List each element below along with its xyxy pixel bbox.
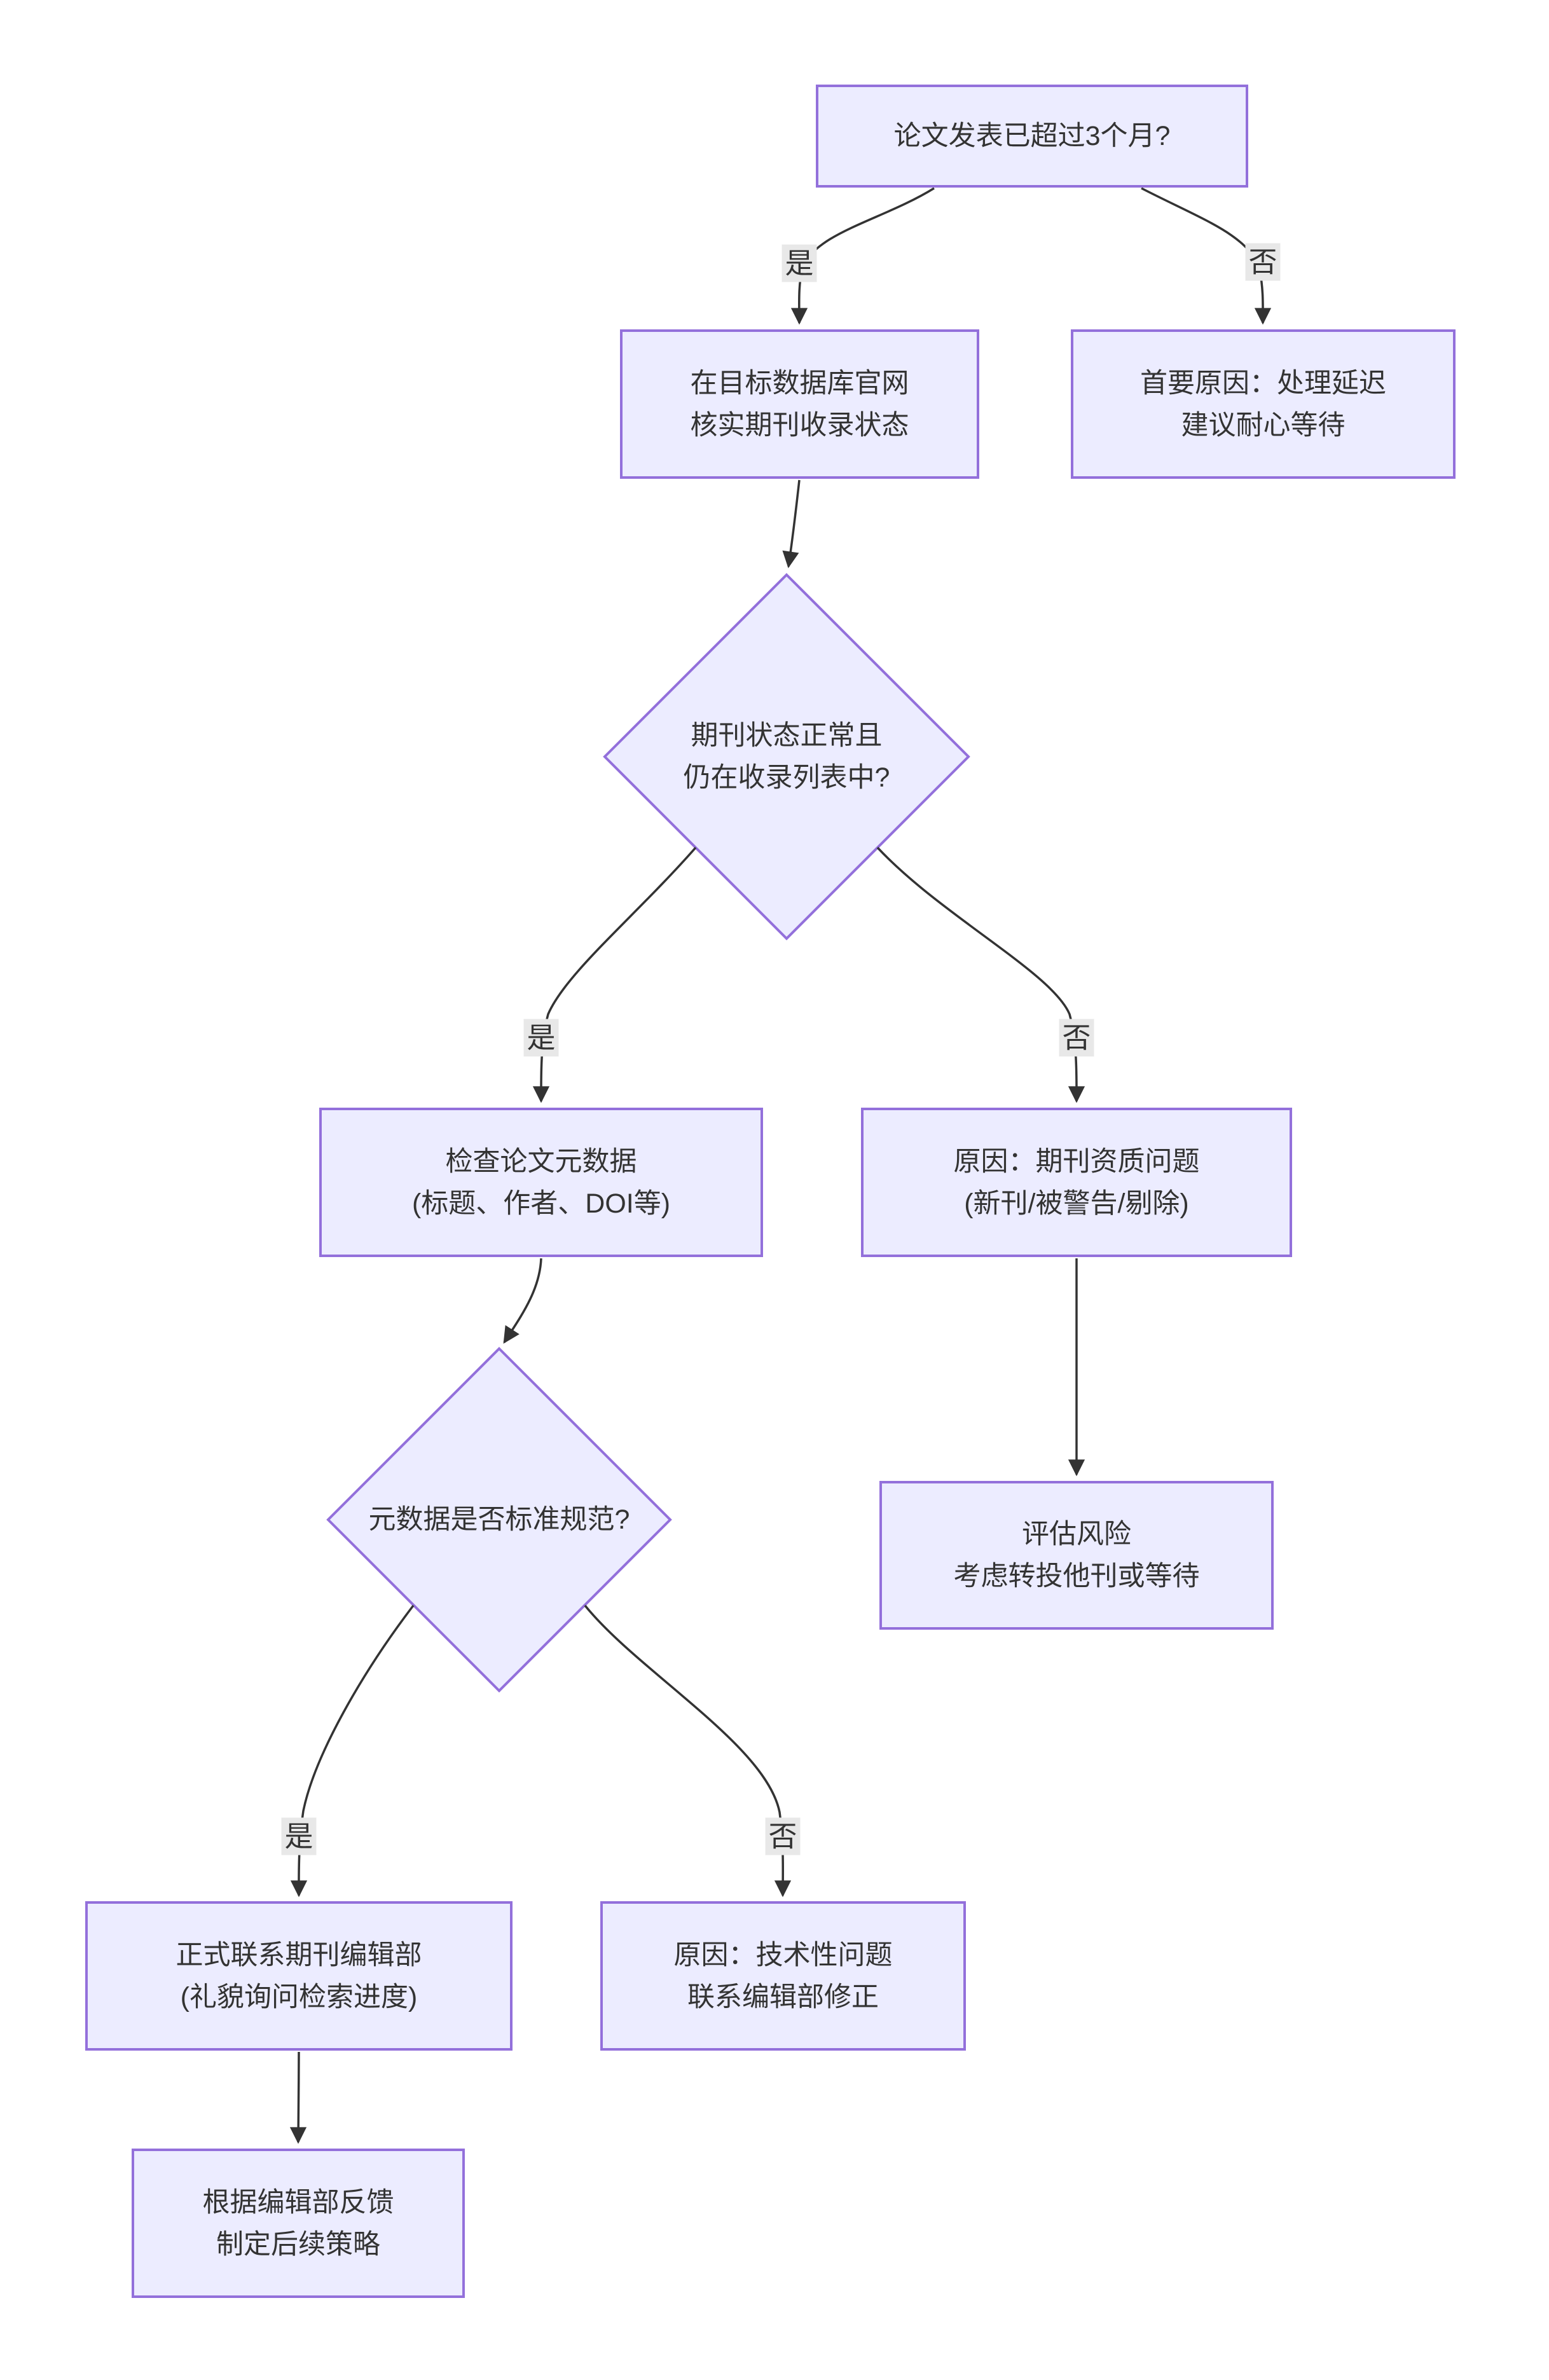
node-reason-technical-issue-line1: 原因：技术性问题 [673,1939,893,1971]
node-plan-strategy-line2: 制定后续策略 [216,2229,380,2260]
edge-decision2-to-fix-no [584,1604,792,1897]
edge-label-no-2: 否 [1059,1019,1094,1057]
edge-label-no-1: 否 [1245,243,1281,281]
node-check-metadata-line1: 检查论文元数据 [445,1146,637,1177]
node-reason-technical-issue-line2: 联系编辑部修正 [687,1981,879,2012]
edge-contact-to-strategy [289,2051,307,2144]
node-reason-processing-delay-line2: 建议耐心等待 [1181,409,1346,441]
node-verify-indexing-status-line1: 在目标数据库官网 [690,368,909,399]
node-decision-journal-status-line1: 期刊状态正常且 [691,720,883,751]
node-contact-editorial-line1: 正式联系期刊编辑部 [176,1939,422,1971]
node-assess-risk-line1: 评估风险 [1022,1519,1131,1550]
edge-label-yes-3: 是 [281,1817,317,1855]
decision-metadata-standard-shape [326,1347,672,1693]
node-decision-metadata-standard: 元数据是否标准规范? [328,1349,670,1691]
edge-q1-to-verify-yes [790,187,935,325]
edge-decision1-to-meta-yes [532,846,697,1103]
node-verify-indexing-status-line2: 核实期刊收录状态 [690,409,909,441]
edge-label-yes-1: 是 [781,244,817,282]
node-decision-metadata-standard-text: 元数据是否标准规范? [368,1504,630,1535]
node-check-metadata-line2: (标题、作者、DOI等) [411,1188,671,1219]
node-reason-processing-delay-line1: 首要原因：处理延迟 [1140,368,1386,399]
node-reason-technical-issue: 原因：技术性问题 联系编辑部修正 [600,1901,966,2051]
node-plan-strategy: 根据编辑部反馈 制定后续策略 [132,2149,465,2298]
node-decision-journal-status-line2: 仍在收录列表中? [683,762,890,793]
node-reason-journal-qualification-line2: (新刊/被警告/剔除) [964,1188,1189,1219]
node-question-published-3months: 论文发表已超过3个月? [816,85,1248,188]
node-question-published-3months-text: 论文发表已超过3个月? [893,121,1171,151]
node-reason-processing-delay: 首要原因：处理延迟 建议耐心等待 [1071,329,1456,479]
node-decision-journal-status: 期刊状态正常且 仍在收录列表中? [605,575,968,939]
node-check-metadata: 检查论文元数据 (标题、作者、DOI等) [319,1108,763,1257]
node-assess-risk-line2: 考虑转投他刊或等待 [953,1561,1200,1592]
edge-verify-to-decision1 [782,479,801,568]
node-assess-risk: 评估风险 考虑转投他刊或等待 [879,1481,1274,1630]
edge-label-no-3: 否 [765,1817,801,1855]
edge-q1-to-wait-no [1141,187,1272,325]
node-contact-editorial: 正式联系期刊编辑部 (礼貌询问检索进度) [85,1901,513,2051]
edge-decision1-to-reason1-no [876,846,1085,1103]
edge-label-yes-2: 是 [523,1019,559,1057]
node-plan-strategy-line1: 根据编辑部反馈 [202,2187,394,2218]
node-contact-editorial-line2: (礼貌询问检索进度) [180,1981,418,2012]
edge-meta-to-decision2 [503,1258,542,1344]
node-reason-journal-qualification-line1: 原因：期刊资质问题 [953,1146,1200,1177]
node-verify-indexing-status: 在目标数据库官网 核实期刊收录状态 [620,329,979,479]
node-reason-journal-qualification: 原因：期刊资质问题 (新刊/被警告/剔除) [861,1108,1292,1257]
edge-decision2-to-contact-yes [290,1604,415,1897]
